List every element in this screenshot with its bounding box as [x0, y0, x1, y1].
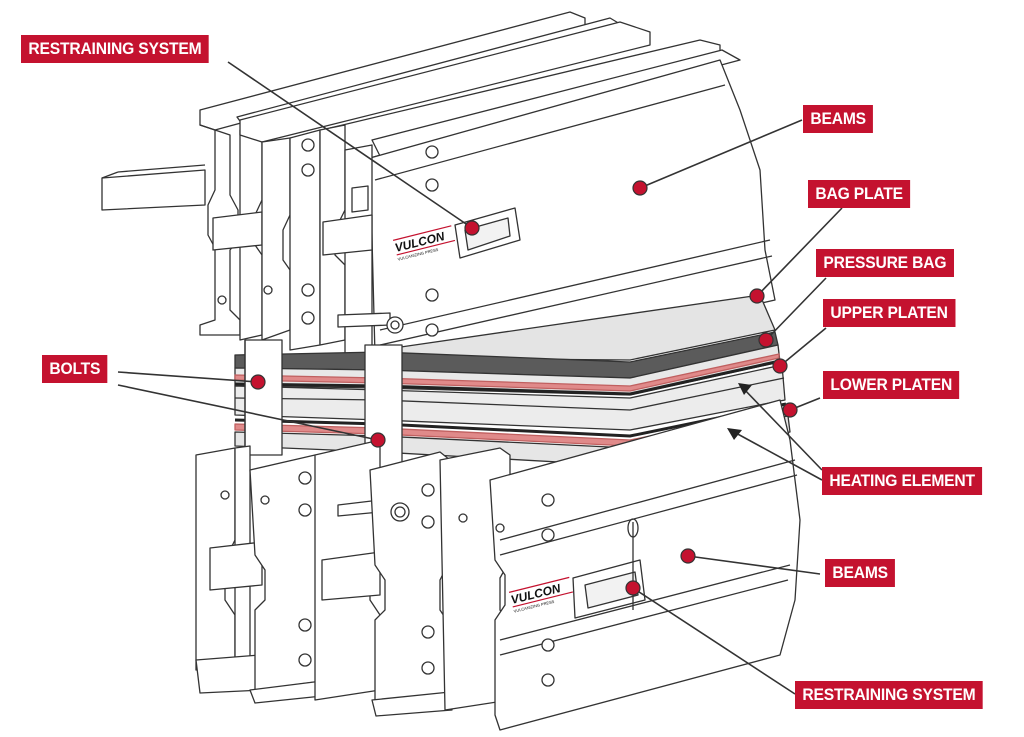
arrowhead-upper [738, 383, 752, 395]
arrowhead-lower [727, 428, 742, 440]
label-restraining-system-bottom: RESTRAINING SYSTEM [795, 681, 983, 709]
lower-bolts [220, 471, 555, 687]
marker-beams-top [632, 180, 648, 196]
label-upper-platen: UPPER PLATEN [823, 299, 956, 327]
label-lower-platen: LOWER PLATEN [823, 371, 960, 399]
label-beams-bottom: BEAMS [825, 559, 896, 587]
marker-upper-platen [772, 358, 788, 374]
label-bag-plate: BAG PLATE [808, 180, 911, 208]
marker-bag-plate [749, 288, 765, 304]
label-bolts: BOLTS [42, 355, 108, 383]
label-beams-top: BEAMS [803, 105, 874, 133]
marker-restraining-top [464, 220, 480, 236]
label-pressure-bag: PRESSURE BAG [816, 249, 954, 277]
label-heating-element: HEATING ELEMENT [822, 467, 983, 495]
label-restraining-system-top: RESTRAINING SYSTEM [21, 35, 209, 63]
marker-beams-bottom [680, 548, 696, 564]
marker-lower-platen [782, 402, 798, 418]
lower-beams [195, 399, 801, 731]
marker-bolt-1 [250, 374, 266, 390]
upper-bolts [217, 138, 439, 337]
callout-markers [250, 180, 798, 596]
marker-bolt-2 [370, 432, 386, 448]
marker-restraining-bottom [625, 580, 641, 596]
marker-pressure-bag [758, 332, 774, 348]
